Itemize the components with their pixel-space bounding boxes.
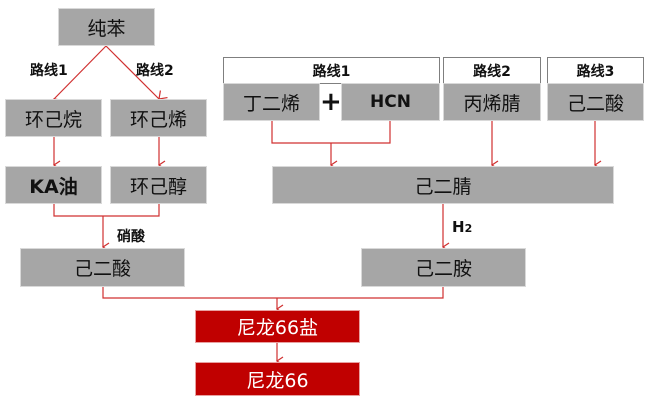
nylon66-salt-node: 尼龙66盐 xyxy=(195,310,360,343)
ka-oil-node: KA油 xyxy=(5,166,102,204)
route1-label: 路线1 xyxy=(30,63,68,79)
route1-header: 路线1 xyxy=(223,57,440,84)
hexanediamine-node: 己二胺 xyxy=(361,248,526,287)
h2-subscript: 2 xyxy=(464,222,473,235)
plus-sign: + xyxy=(320,87,342,117)
arrow-route1 xyxy=(53,45,107,108)
butadiene-node: 丁二烯 xyxy=(223,83,320,121)
h2-text: H xyxy=(452,218,465,236)
arrow-route2 xyxy=(105,45,168,100)
nitric-acid-label: 硝酸 xyxy=(117,229,145,245)
adiponitrile-node: 己二腈 xyxy=(272,166,614,204)
acrylonitrile-node: 丙烯腈 xyxy=(443,83,541,121)
cyclohexane-node: 环己烷 xyxy=(5,99,102,137)
benzene-node: 纯苯 xyxy=(58,8,155,46)
adipic-acid-node: 己二酸 xyxy=(20,248,185,287)
h2-label: H2 xyxy=(452,218,472,236)
route2-label: 路线2 xyxy=(136,63,174,79)
route2-header: 路线2 xyxy=(443,57,541,84)
hcn-node: HCN xyxy=(341,83,440,121)
nylon66-node: 尼龙66 xyxy=(195,362,360,396)
adipic-acid-route3-node: 己二酸 xyxy=(547,83,644,121)
route3-header: 路线3 xyxy=(547,57,644,84)
cyclohexanol-node: 环己醇 xyxy=(110,166,207,204)
cyclohexene-node: 环己烯 xyxy=(110,99,207,137)
